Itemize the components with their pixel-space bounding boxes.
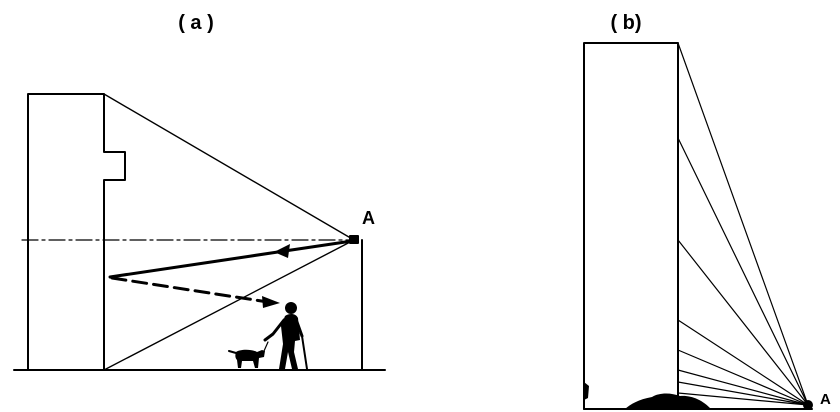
- panel-a-incident-arrowhead: [274, 244, 290, 258]
- panel-b-point-label: A: [820, 391, 831, 408]
- panel-a-reflected-ray: [110, 276, 270, 304]
- panel-a-lower-sight-line: [103, 239, 355, 371]
- panel-b-rubble: [624, 393, 712, 410]
- panel-b-sight-lines: [677, 42, 809, 406]
- panel-b-title: ( b): [610, 12, 641, 34]
- panel-b-point: [803, 400, 813, 410]
- panel-b: ( b) A: [583, 12, 831, 410]
- panel-b-wall-base-mark: [584, 382, 589, 400]
- panel-a: ( a ) A: [13, 12, 386, 371]
- panel-a-upper-sight-line: [103, 93, 355, 241]
- panel-a-point-label: A: [362, 208, 375, 228]
- panel-a-incident-ray: [108, 239, 354, 279]
- person-walking-with-cane-icon: [263, 302, 308, 370]
- panel-a-title: ( a ): [178, 12, 214, 34]
- panel-a-reflected-arrowhead: [262, 296, 280, 308]
- dog-icon: [228, 341, 269, 368]
- panel-b-wall: [583, 42, 679, 410]
- panel-a-wall: [27, 93, 126, 371]
